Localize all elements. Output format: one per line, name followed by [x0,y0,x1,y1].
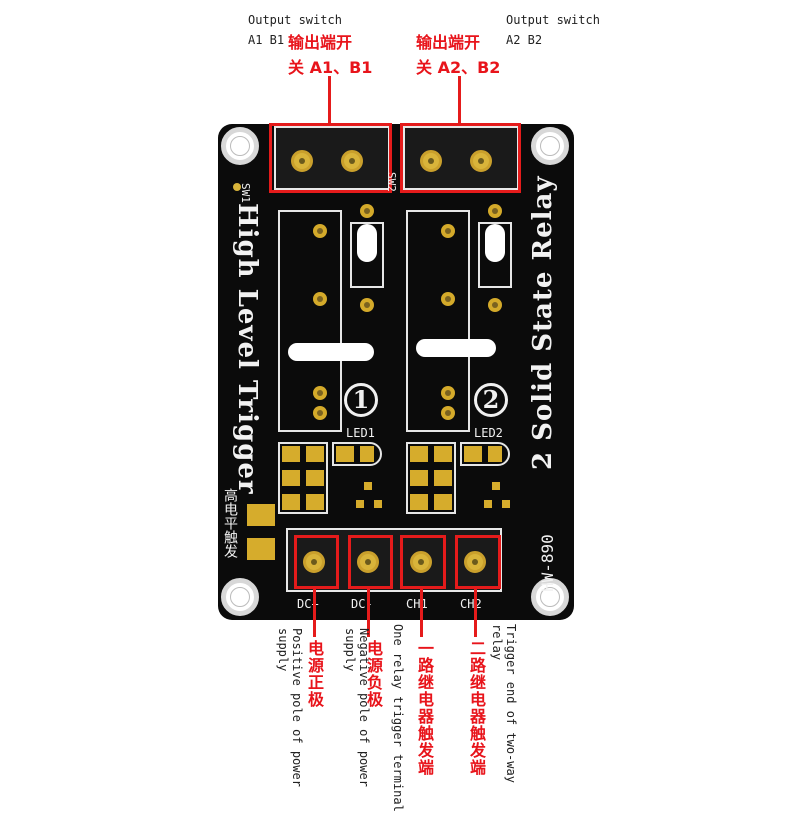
smd-pad [306,446,324,462]
highlight-ch1 [400,535,446,589]
smd-pad [306,470,324,486]
highlight-output2 [400,123,521,193]
highlight-ch2 [455,535,501,589]
highlight-dc-plus [294,535,339,589]
sw2-label: SW2 [385,172,398,192]
ssr1-via-2 [313,292,327,306]
smd-pad [410,470,428,486]
terminal-pad-dc-plus [303,551,325,573]
ssr2-via-3 [441,386,455,400]
ssr2-via-4 [441,406,455,420]
resistor-outline [406,442,456,514]
ssr1-via-1 [313,224,327,238]
leader-line-dc-minus [367,589,370,637]
ssr1-small-slot [357,224,377,262]
pin-label-ch1: CH1 [406,597,428,611]
smd-pad [282,494,300,510]
ssr2-small-outline [478,222,512,288]
output1-en-line2: A1 B1 [248,33,285,47]
capacitor-pad [247,538,275,560]
ssr1-via-3 [313,386,327,400]
ssr2-outline [406,210,470,432]
ssr1-outline [278,210,342,432]
capacitor-pad [247,504,275,526]
pin-label-ch2: CH2 [460,597,482,611]
highlight-dc-minus [348,535,393,589]
transistor1-pad [356,500,364,508]
ch2-cn-annotation: 二路继电器触发端 [467,640,486,776]
transistor1-pad [374,500,382,508]
ssr1-via-4 [313,406,327,420]
smd-pad [282,470,300,486]
output2-en-line2: A2 B2 [506,33,543,47]
trigger-mode-label: High Level Trigger [232,203,262,495]
leader-line-output2 [458,76,461,124]
dc-minus-en-annotation: Negative pole of power supply [343,628,371,787]
leader-line-ch2 [474,589,477,637]
transistor1-pad [364,482,372,490]
ssr2-via-1 [441,224,455,238]
ch1-en-annotation: One relay trigger terminal [391,624,405,812]
ssr1-slot [288,343,374,361]
ssr2-via-6 [488,298,502,312]
ssr1-small-outline [350,222,384,288]
led2-outline [460,442,510,466]
dc-minus-cn-annotation: 电源负极 [364,640,383,708]
smd-pad [434,494,452,510]
smd-pad [434,446,452,462]
led1-label: LED1 [346,426,375,440]
ssr2-small-slot [485,224,505,262]
smd-pad [282,446,300,462]
mounting-hole-top-left [221,127,259,165]
ch2-en-annotation: Trigger end of two-way relay [490,624,518,783]
channel1-number: 1 [344,383,378,417]
mounting-hole-bottom-left [221,578,259,616]
ch1-cn-annotation: 一路继电器触发端 [415,640,434,776]
output2-en-line1: Output switch [506,13,600,27]
mounting-hole-top-right [531,127,569,165]
transistor2-pad [492,482,500,490]
terminal-pad-ch1 [410,551,432,573]
smd-pad [410,494,428,510]
terminal-pad-b1 [341,150,363,172]
leader-line-dc-plus [313,589,316,637]
highlight-output1 [269,123,392,193]
terminal-pad-a2 [420,150,442,172]
pin1-dot [233,183,241,191]
output1-en-line1: Output switch [248,13,342,27]
output1-cn-line2: 关 A1、B1 [288,58,373,77]
channel2-number: 2 [474,383,508,417]
ssr2-via-5 [488,204,502,218]
transistor2-pad [484,500,492,508]
output2-cn-line1: 输出端开 [416,33,481,52]
transistor2-pad [502,500,510,508]
terminal-pad-b2 [470,150,492,172]
output1-cn-line1: 输出端开 [288,33,353,52]
resistor-outline [278,442,328,514]
mounting-hole-bottom-right [531,578,569,616]
leader-line-output1 [328,76,331,124]
led1-outline [332,442,382,466]
board-title: 2 Solid State Relay [528,175,558,470]
smd-pad [410,446,428,462]
ssr1-via-6 [360,298,374,312]
led2-label: LED2 [474,426,503,440]
dc-plus-en-annotation: Positive pole of power supply [276,628,304,787]
output2-cn-line2: 关 A2、B2 [416,58,501,77]
smd-pad [306,494,324,510]
dc-plus-cn-annotation: 电源正极 [305,640,324,708]
model-label: HW-890 [538,534,557,592]
leader-line-ch1 [420,589,423,637]
ssr2-via-2 [441,292,455,306]
terminal-pad-dc-minus [357,551,379,573]
ssr1-via-5 [360,204,374,218]
trigger-mode-cn-label: 高电平触发 [222,488,238,558]
smd-pad [434,470,452,486]
terminal-pad-ch2 [464,551,486,573]
terminal-pad-a1 [291,150,313,172]
ssr2-slot [416,339,496,357]
